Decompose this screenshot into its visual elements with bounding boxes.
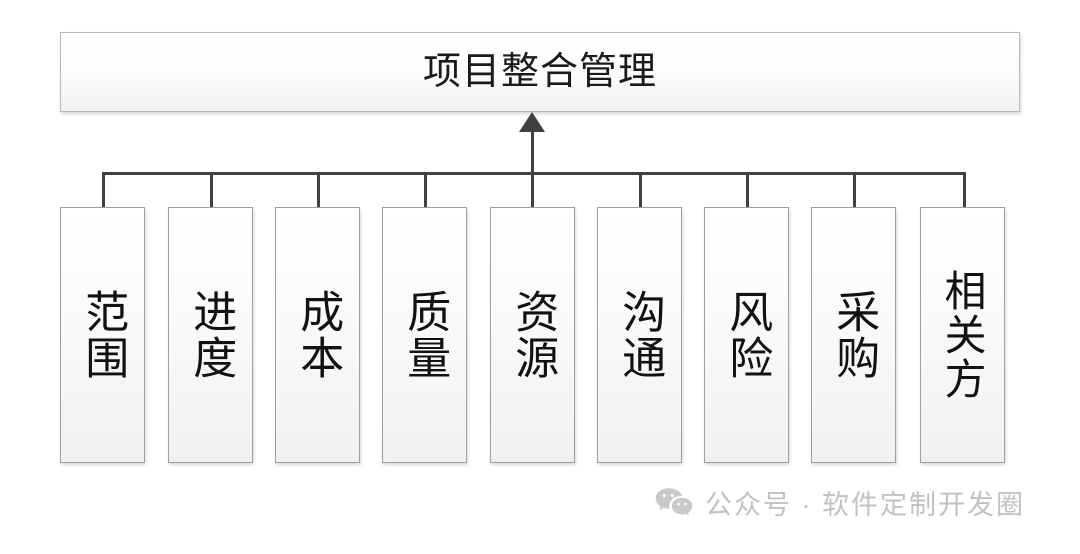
connector-drop-6 bbox=[639, 173, 642, 208]
connector-drop-4 bbox=[424, 173, 427, 208]
child-node-label: 范围 bbox=[78, 289, 128, 381]
child-node-label: 成本 bbox=[293, 289, 343, 381]
child-node-label: 风险 bbox=[722, 289, 772, 381]
child-node-label: 沟通 bbox=[615, 289, 665, 381]
child-node-communication[interactable]: 沟通 bbox=[597, 207, 682, 463]
connector-bus-line bbox=[102, 172, 966, 175]
child-node-resource[interactable]: 资源 bbox=[490, 207, 575, 463]
child-node-quality[interactable]: 质量 bbox=[382, 207, 467, 463]
arrow-head-icon bbox=[519, 112, 545, 132]
connector-drop-9 bbox=[963, 173, 966, 208]
root-node-label: 项目整合管理 bbox=[422, 51, 657, 93]
child-node-schedule[interactable]: 进度 bbox=[168, 207, 253, 463]
connector-drop-8 bbox=[853, 173, 856, 208]
child-node-scope[interactable]: 范围 bbox=[60, 207, 145, 463]
arrow-shaft bbox=[531, 128, 534, 176]
wechat-icon bbox=[655, 487, 693, 519]
child-node-risk[interactable]: 风险 bbox=[704, 207, 789, 463]
child-node-label: 进度 bbox=[186, 289, 236, 381]
connector-drop-5 bbox=[531, 173, 534, 208]
connector-drop-3 bbox=[317, 173, 320, 208]
connector-drop-1 bbox=[102, 173, 105, 208]
child-node-cost[interactable]: 成本 bbox=[275, 207, 360, 463]
watermark: 公众号 · 软件定制开发圈 bbox=[655, 483, 1025, 522]
connector-drop-7 bbox=[746, 173, 749, 208]
child-node-label: 资源 bbox=[508, 289, 558, 381]
root-node-project-integration-management[interactable]: 项目整合管理 bbox=[60, 32, 1020, 112]
watermark-text: 公众号 · 软件定制开发圈 bbox=[705, 490, 1025, 520]
child-node-label: 采购 bbox=[829, 289, 879, 381]
child-node-stakeholder[interactable]: 相关方 bbox=[920, 207, 1005, 463]
child-node-label: 质量 bbox=[400, 289, 450, 381]
child-node-procurement[interactable]: 采购 bbox=[811, 207, 896, 463]
connector-drop-2 bbox=[210, 173, 213, 208]
child-node-label: 相关方 bbox=[939, 269, 987, 401]
